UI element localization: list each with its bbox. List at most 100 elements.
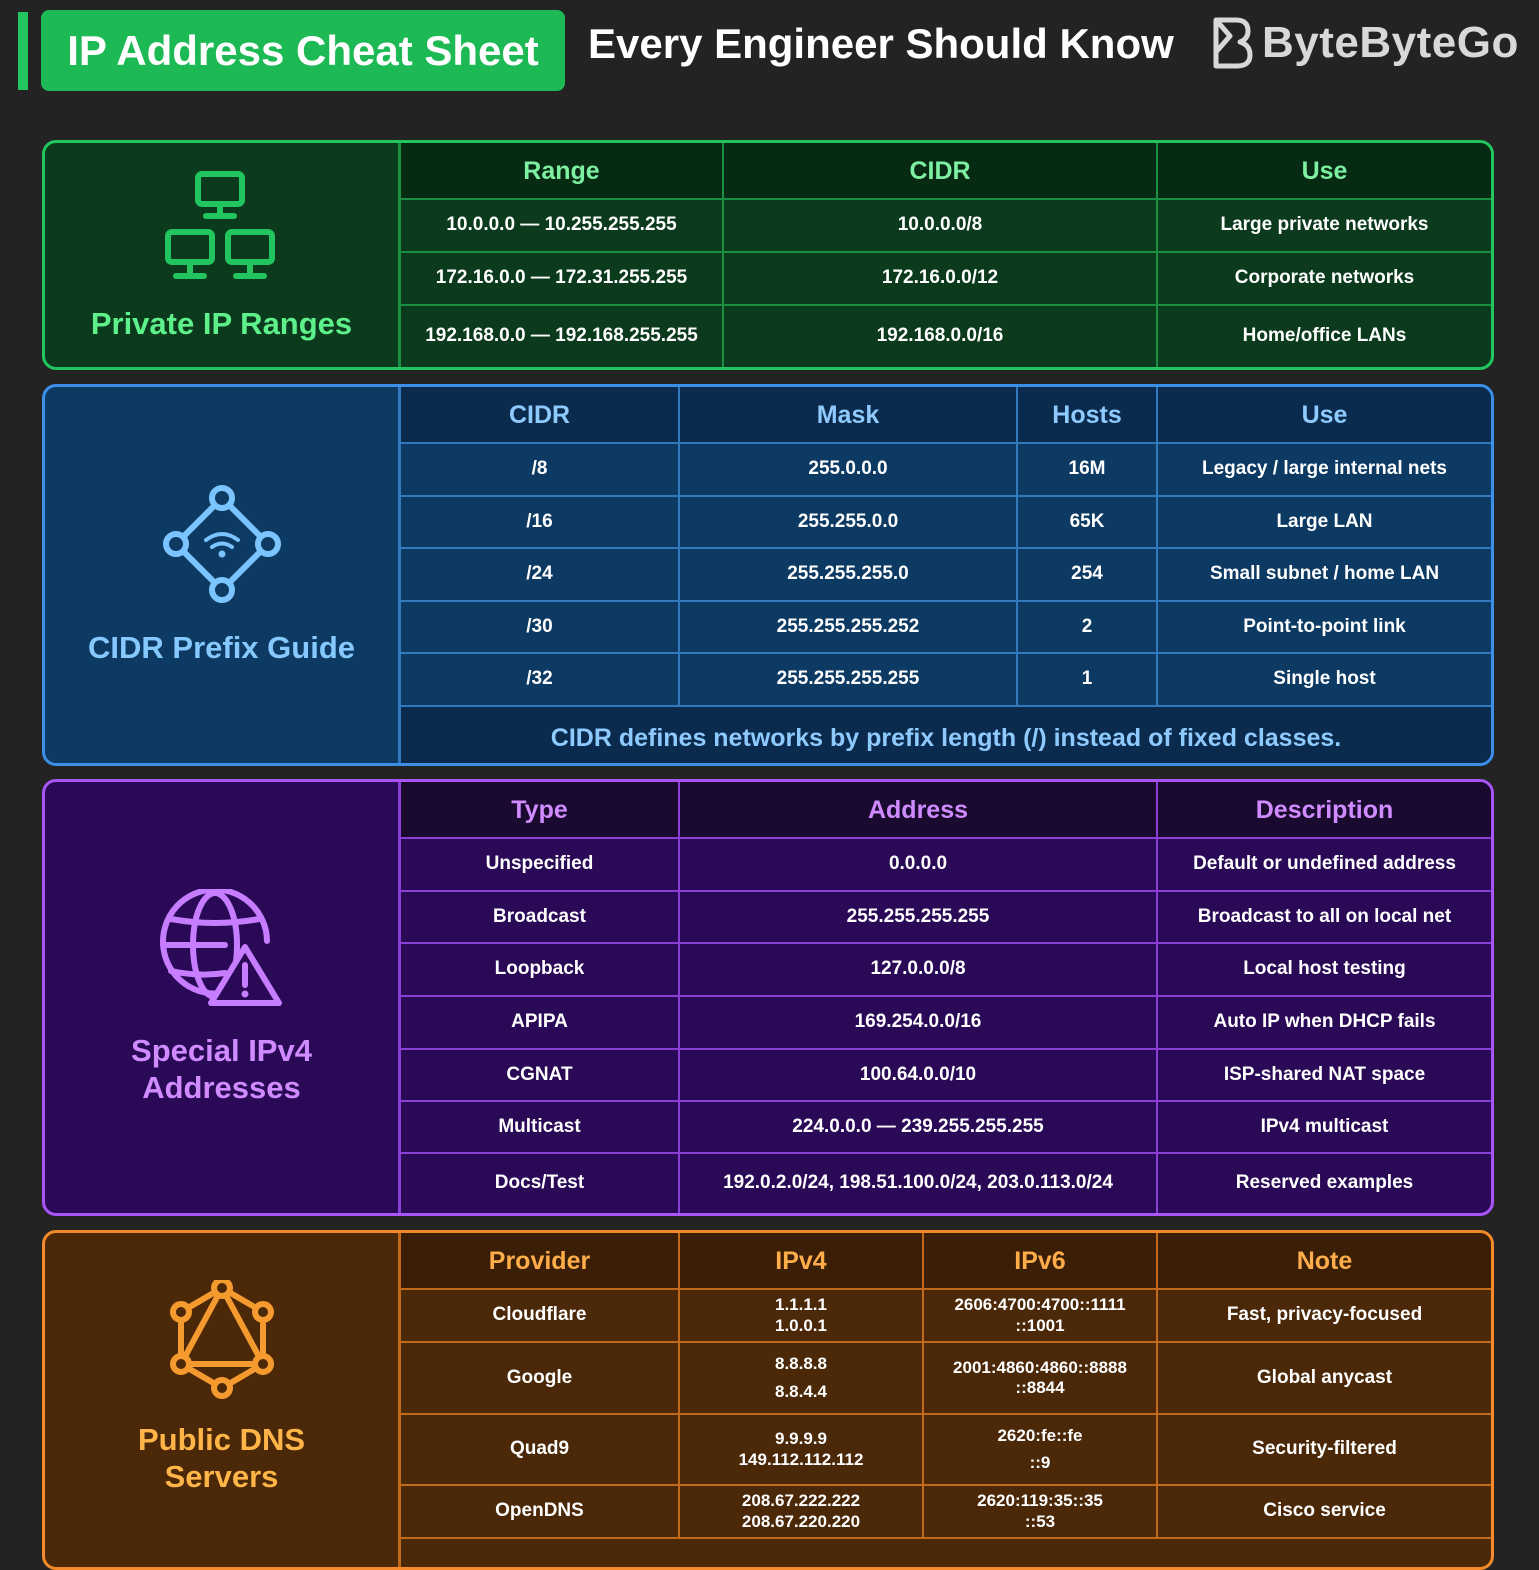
- wifi-node-icon: [162, 484, 281, 603]
- table-header-row: Type Address Description: [401, 782, 1491, 837]
- table-row: OpenDNS 208.67.222.222 208.67.220.220 26…: [401, 1486, 1491, 1537]
- table-row: /32 255.255.255.255 1 Single host: [401, 654, 1491, 705]
- note-cell: Global anycast: [1256, 1366, 1393, 1388]
- table-header-row: Range CIDR Use: [401, 143, 1491, 198]
- ipv6-cell: 2606:4700:4700::1111 ::1001: [924, 1290, 1158, 1341]
- ipv4-secondary: 208.67.220.220: [741, 1511, 861, 1531]
- cidr-cell: 10.0.0.0/8: [724, 200, 1158, 251]
- page-title: IP Address Cheat Sheet: [41, 10, 565, 91]
- column-header: CIDR: [724, 143, 1158, 198]
- type-cell: Loopback: [401, 944, 680, 995]
- ipv4-cell: 9.9.9.9 149.112.112.112: [680, 1415, 924, 1484]
- cidr-section: CIDR Prefix Guide CIDR Mask Hosts Use /8…: [42, 384, 1494, 766]
- ipv6-cell: 2620:fe::fe ::9: [924, 1415, 1158, 1484]
- address-cell: 255.255.255.255: [680, 892, 1158, 942]
- address-cell: 169.254.0.0/16: [680, 997, 1158, 1048]
- table-row: Cloudflare 1.1.1.1 1.0.0.1 2606:4700:470…: [401, 1290, 1491, 1341]
- ipv6-cell: 2620:119:35::35 ::53: [924, 1486, 1158, 1537]
- range-cell: 172.16.0.0 — 172.31.255.255: [401, 253, 724, 304]
- column-header: Mask: [680, 387, 1018, 442]
- ipv6-secondary: ::53: [1024, 1511, 1056, 1531]
- table-row: /30 255.255.255.252 2 Point-to-point lin…: [401, 602, 1491, 652]
- table-row: Loopback 127.0.0.0/8 Local host testing: [401, 944, 1491, 995]
- note-cell: Fast, privacy-focused: [1226, 1304, 1423, 1326]
- ipv6-primary: 2606:4700:4700::1111: [954, 1295, 1126, 1315]
- description-cell: Default or undefined address: [1193, 853, 1456, 875]
- table-row: Unspecified 0.0.0.0 Default or undefined…: [401, 839, 1491, 890]
- column-header: Range: [401, 143, 724, 198]
- hosts-cell: 1: [1018, 654, 1158, 705]
- use-cell: Point-to-point link: [1243, 615, 1406, 637]
- address-cell: 192.0.2.0/24, 198.51.100.0/24, 203.0.113…: [680, 1154, 1158, 1213]
- type-cell: APIPA: [401, 997, 680, 1048]
- description-cell: Broadcast to all on local net: [1197, 905, 1452, 927]
- ipv6-secondary: ::1001: [1015, 1315, 1065, 1335]
- accent-bar: [18, 12, 28, 90]
- ipv6-primary: 2001:4860:4860::8888: [953, 1357, 1127, 1377]
- table-row: CGNAT 100.64.0.0/10 ISP-shared NAT space: [401, 1050, 1491, 1100]
- special-ipv4-label-panel: Special IPv4 Addresses: [45, 782, 398, 1213]
- prefix-cell: /24: [401, 549, 680, 600]
- use-cell: Corporate networks: [1234, 267, 1415, 289]
- mask-cell: 255.0.0.0: [680, 444, 1018, 495]
- prefix-cell: /16: [401, 497, 680, 547]
- cidr-cell: 192.168.0.0/16: [724, 306, 1158, 367]
- public-dns-title-line2: Servers: [164, 1458, 279, 1494]
- public-dns-title-line1: Public DNS: [137, 1421, 306, 1457]
- ipv4-primary: 9.9.9.9: [775, 1429, 827, 1449]
- ipv4-primary: 208.67.222.222: [741, 1491, 861, 1511]
- bytebytego-logo-icon: [1213, 17, 1253, 69]
- table-row: Multicast 224.0.0.0 — 239.255.255.255 IP…: [401, 1102, 1491, 1152]
- column-header: Use: [1301, 156, 1348, 185]
- private-ip-table: Range CIDR Use 10.0.0.0 — 10.255.255.255…: [398, 143, 1491, 367]
- address-cell: 100.64.0.0/10: [680, 1050, 1158, 1100]
- hosts-cell: 16M: [1018, 444, 1158, 495]
- ipv4-secondary: 8.8.4.4: [775, 1382, 827, 1401]
- header: IP Address Cheat Sheet Every Engineer Sh…: [0, 0, 1539, 100]
- private-ip-title: Private IP Ranges: [90, 305, 353, 341]
- table-row: Broadcast 255.255.255.255 Broadcast to a…: [401, 892, 1491, 942]
- ipv6-primary: 2620:119:35::35: [977, 1491, 1103, 1511]
- description-cell: Reserved examples: [1235, 1172, 1414, 1194]
- type-cell: Broadcast: [401, 892, 680, 942]
- special-ipv4-section: Special IPv4 Addresses Type Address Desc…: [42, 779, 1494, 1216]
- note-cell: Cisco service: [1263, 1500, 1386, 1522]
- type-cell: CGNAT: [401, 1050, 680, 1100]
- prefix-cell: /30: [401, 602, 680, 652]
- prefix-cell: /8: [401, 444, 680, 495]
- mask-cell: 255.255.255.252: [680, 602, 1018, 652]
- type-cell: Unspecified: [401, 839, 680, 890]
- public-dns-title: Public DNS Servers: [138, 1422, 305, 1495]
- prefix-cell: /32: [401, 654, 680, 705]
- ipv4-secondary: 1.0.0.1: [775, 1315, 827, 1335]
- special-ipv4-title-line1: Special IPv4: [131, 1032, 312, 1068]
- use-cell: Small subnet / home LAN: [1209, 563, 1440, 585]
- provider-cell: Quad9: [401, 1415, 680, 1484]
- ipv6-secondary: ::9: [1029, 1452, 1051, 1472]
- table-row: 10.0.0.0 — 10.255.255.255 10.0.0.0/8 Lar…: [401, 200, 1491, 251]
- table-row: 192.168.0.0 — 192.168.255.255 192.168.0.…: [401, 306, 1491, 367]
- hosts-cell: 2: [1018, 602, 1158, 652]
- column-header: Provider: [401, 1233, 680, 1288]
- cidr-cell: 172.16.0.0/12: [724, 253, 1158, 304]
- provider-cell: Cloudflare: [401, 1290, 680, 1341]
- description-cell: Auto IP when DHCP fails: [1213, 1011, 1436, 1033]
- column-header: CIDR: [401, 387, 680, 442]
- table-row: /16 255.255.0.0 65K Large LAN: [401, 497, 1491, 547]
- provider-cell: OpenDNS: [401, 1486, 680, 1537]
- cidr-label-panel: CIDR Prefix Guide: [45, 387, 398, 763]
- column-header: Note: [1296, 1246, 1353, 1275]
- use-cell: Large private networks: [1220, 214, 1429, 236]
- use-cell: Single host: [1273, 668, 1376, 690]
- table-row: APIPA 169.254.0.0/16 Auto IP when DHCP f…: [401, 997, 1491, 1048]
- column-header: IPv4: [680, 1233, 924, 1288]
- column-header: Use: [1301, 400, 1348, 429]
- note-cell: Security-filtered: [1252, 1438, 1397, 1460]
- table-row: Docs/Test 192.0.2.0/24, 198.51.100.0/24,…: [401, 1154, 1491, 1213]
- mask-cell: 255.255.255.255: [680, 654, 1018, 705]
- special-ipv4-title-line2: Addresses: [142, 1069, 301, 1105]
- mask-cell: 255.255.255.0: [680, 549, 1018, 600]
- ipv6-secondary: ::8844: [1015, 1378, 1065, 1397]
- use-cell: Home/office LANs: [1242, 325, 1407, 347]
- ipv6-cell: 2001:4860:4860::8888 ::8844: [924, 1343, 1158, 1413]
